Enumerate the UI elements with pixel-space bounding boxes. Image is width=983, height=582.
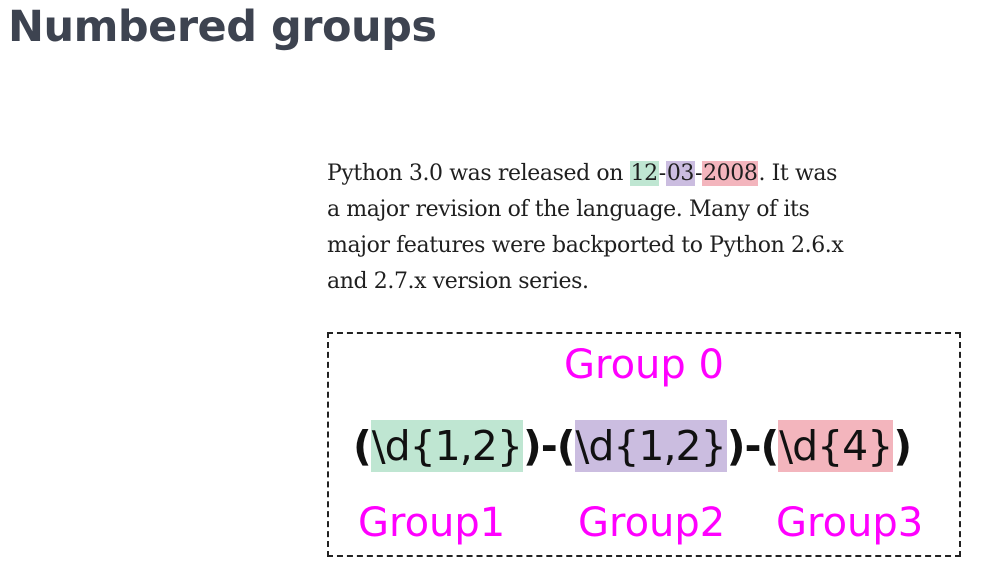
regex-open-paren: ( (556, 422, 576, 470)
regex-group3-token: \d{4} (778, 420, 893, 472)
regex-separator: - (744, 422, 761, 470)
regex-group2-token: \d{1,2} (574, 420, 727, 472)
paragraph-dash: - (695, 161, 703, 186)
regex-separator: - (540, 422, 558, 470)
example-paragraph: Python 3.0 was released on 12-03-2008. I… (327, 156, 977, 300)
group0-label: Group 0 (564, 342, 724, 388)
paragraph-text: Python 3.0 was released on (327, 161, 630, 186)
paragraph-line-4: and 2.7.x version series. (327, 269, 589, 294)
highlight-group3-match: 2008 (702, 161, 759, 186)
group1-label: Group1 (358, 500, 506, 546)
paragraph-dash: - (658, 161, 666, 186)
regex-pattern: (\d{1,2})-(\d{1,2})-(\d{4}) (353, 420, 912, 472)
group2-label: Group2 (578, 500, 726, 546)
regex-open-paren: ( (760, 422, 780, 470)
highlight-group2-match: 03 (665, 161, 696, 186)
regex-group1-token: \d{1,2} (370, 420, 523, 472)
regex-close-paren: ) (726, 422, 746, 470)
paragraph-line-3: major features were backported to Python… (327, 233, 844, 258)
paragraph-text: . It was (758, 161, 838, 186)
group0-dashed-box (327, 332, 961, 557)
paragraph-line-2: a major revision of the language. Many o… (327, 197, 810, 222)
page-title: Numbered groups (8, 2, 437, 52)
regex-open-paren: ( (353, 422, 372, 470)
regex-close-paren: ) (893, 422, 912, 470)
group3-label: Group3 (776, 500, 924, 546)
regex-close-paren: ) (522, 422, 542, 470)
highlight-group1-match: 12 (629, 161, 659, 186)
paragraph-line-1: Python 3.0 was released on 12-03-2008. I… (327, 156, 977, 192)
